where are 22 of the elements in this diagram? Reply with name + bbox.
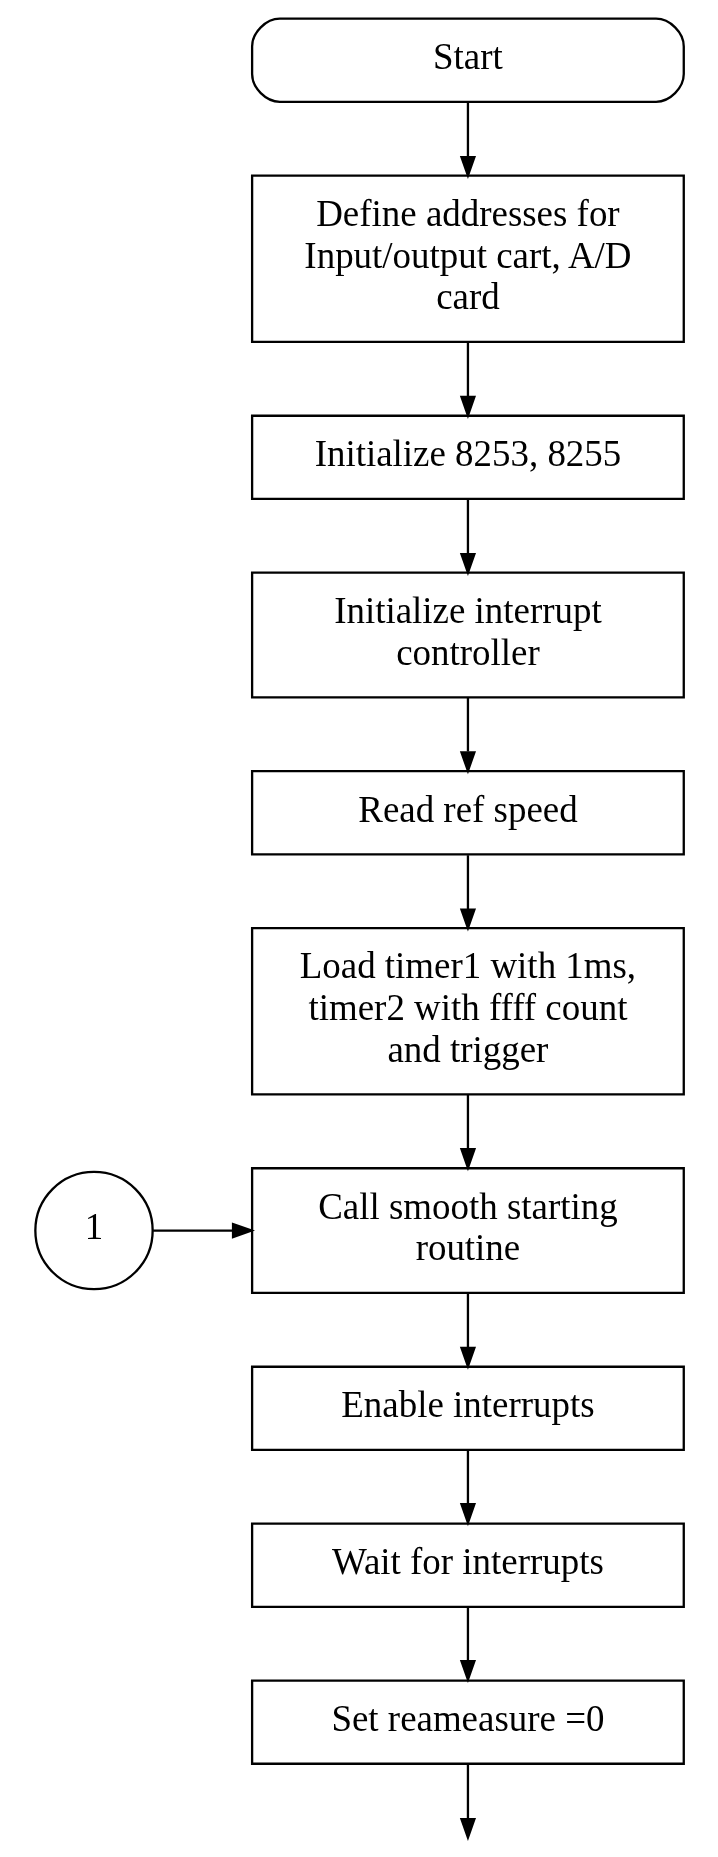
arrow xyxy=(459,498,476,576)
node-box: Set reameasure =0 xyxy=(250,1679,685,1765)
arrow xyxy=(459,1607,476,1683)
arrow xyxy=(459,697,476,774)
node-box: Initialize interrupt controller xyxy=(250,571,685,698)
arrow xyxy=(459,1450,476,1526)
node-box: Start xyxy=(250,17,685,103)
node-box: Call smooth starting routine xyxy=(250,1166,685,1294)
node-box: Initialize 8253, 8255 xyxy=(250,414,685,500)
node-box: Read ref speed xyxy=(250,769,685,855)
node-box: Load timer1 with 1ms, timer2 with ffff count and trigger xyxy=(250,926,685,1096)
node-box: Enable interrupts xyxy=(250,1365,685,1451)
arrow xyxy=(459,1292,476,1370)
arrow xyxy=(459,854,476,932)
arrow xyxy=(459,341,476,419)
arrow xyxy=(459,1763,476,1841)
arrow xyxy=(459,1094,476,1171)
arrow xyxy=(152,1221,255,1239)
arrow xyxy=(459,102,476,179)
node-box: Define addresses for Input/output cart, A/D card xyxy=(250,174,685,343)
node-box: Wait for interrupts xyxy=(250,1522,685,1608)
node-circle: 1 xyxy=(33,1170,154,1290)
